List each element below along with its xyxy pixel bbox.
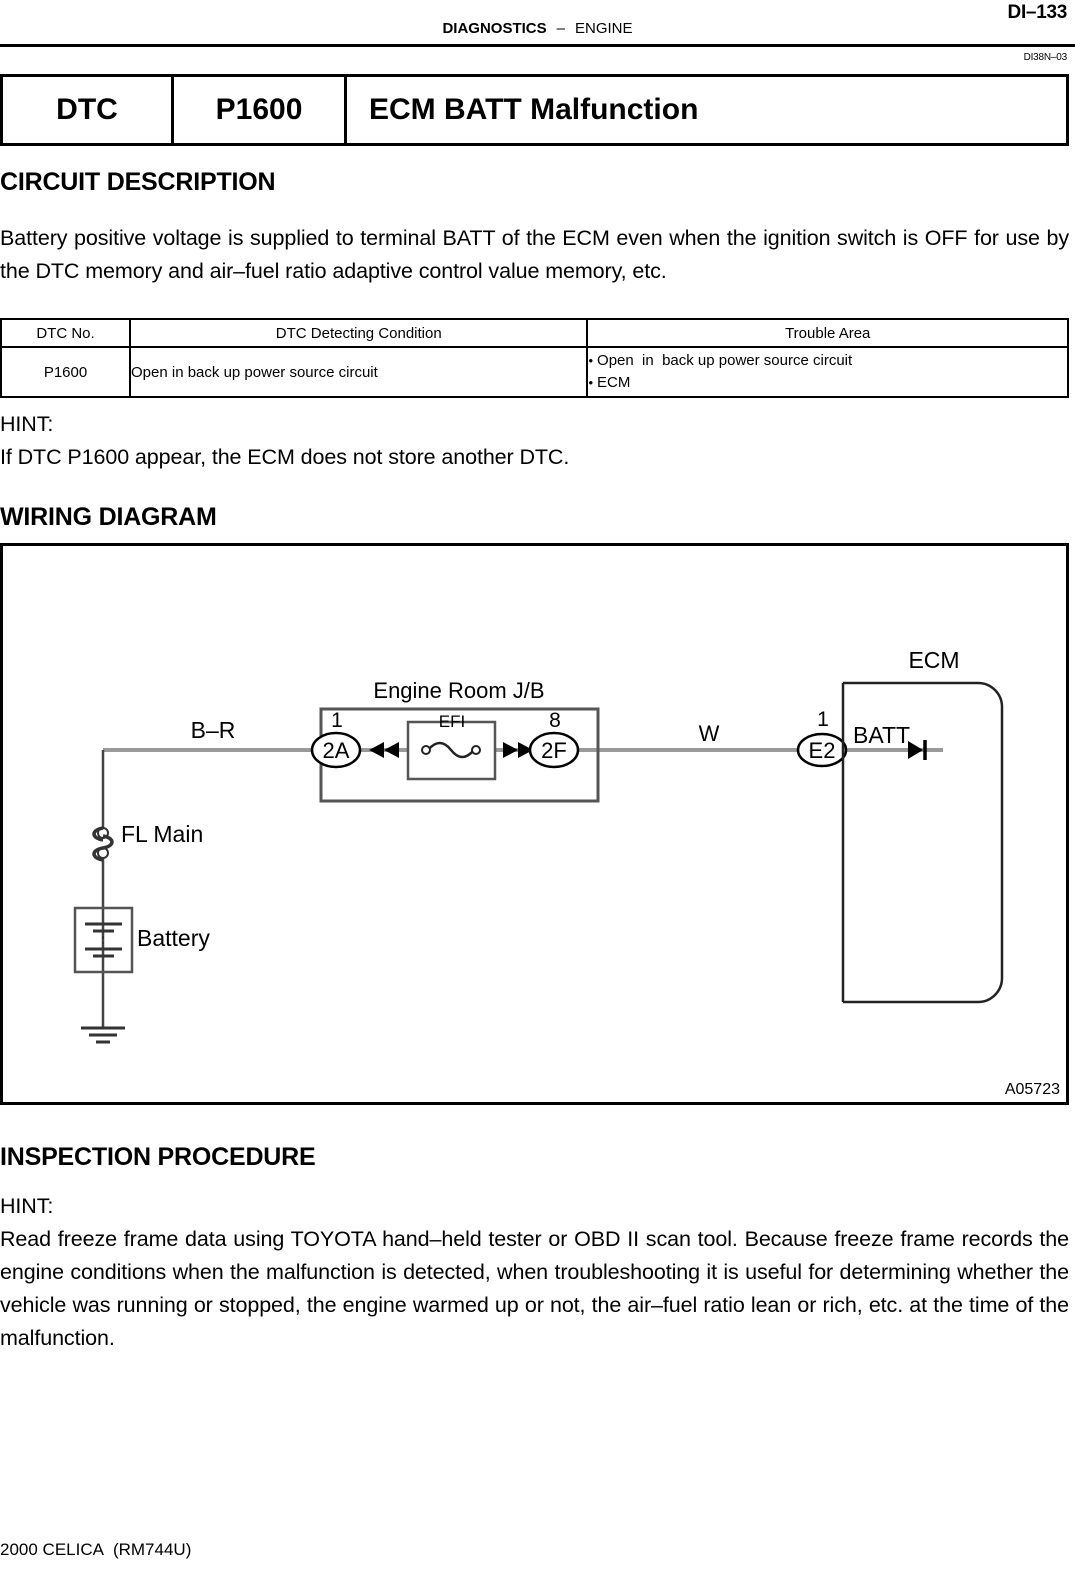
hint-block-inspection-procedure: HINT: Read freeze frame data using TOYOT… [0, 1190, 1069, 1355]
page-number: DI–133 [1007, 2, 1068, 23]
cell-trouble-area: Open in back up power source circuit ECM [586, 346, 1069, 398]
label-terminal-batt: BATT [853, 722, 910, 748]
connector-2f-shape [528, 731, 580, 769]
label-ecm: ECM [908, 647, 959, 673]
battery-box-shape [73, 906, 134, 974]
running-head-main: DIAGNOSTICS [442, 20, 547, 37]
label-connector-2f: 2F [541, 738, 567, 763]
dtc-detail-table: DTC No. DTC Detecting Condition Trouble … [0, 318, 1069, 398]
cell-detecting-condition: Open in back up power source circuit [129, 346, 589, 398]
section-heading-circuit-description: CIRCUIT DESCRIPTION [0, 168, 276, 196]
wiring-diagram-svg: ECM Engine Room J/B B–R W EFI 2A 1 2F 8 … [73, 647, 1004, 1044]
label-connector-e2-pin: 1 [817, 708, 829, 731]
circuit-description-paragraph: Battery positive voltage is supplied to … [0, 226, 1069, 283]
column-header-dtc-no: DTC No. [0, 318, 132, 348]
label-connector-2f-pin: 8 [549, 709, 561, 732]
label-engine-room-jb: Engine Room J/B [373, 678, 544, 703]
footer-year-model: 2000 CELICA [0, 1540, 104, 1559]
battery-cell-icon [85, 922, 122, 958]
fuse-element-icon [421, 741, 481, 759]
hint-label: HINT: [0, 1194, 54, 1218]
header-divider [0, 44, 1075, 47]
dtc-title-cell: ECM BATT Malfunction [369, 93, 699, 126]
ecm-box-shape [843, 681, 1004, 1004]
document-id: DI38N–03 [1023, 52, 1068, 63]
hint-text: If DTC P1600 appear, the ECM does not st… [0, 445, 570, 469]
running-head-dash: – [556, 20, 565, 37]
label-fuse-efi: EFI [439, 712, 465, 731]
column-header-detecting-condition: DTC Detecting Condition [129, 318, 589, 348]
connector-2a-shape [310, 731, 362, 769]
trouble-area-item: Open in back up power source circuit [588, 350, 1067, 372]
fl-main-fusible-link-icon [92, 826, 114, 862]
hint-label: HINT: [0, 412, 54, 436]
arrow-right-icon [518, 742, 533, 758]
connector-e2-shape [796, 732, 848, 768]
running-head: DIAGNOSTICS–ENGINE [0, 20, 1075, 37]
footer: 2000 CELICA (RM744U) [0, 1540, 191, 1560]
running-head-sub: ENGINE [575, 20, 633, 37]
section-heading-wiring-diagram: WIRING DIAGRAM [0, 503, 217, 531]
section-heading-inspection-procedure: INSPECTION PROCEDURE [0, 1143, 316, 1171]
trouble-area-item: ECM [588, 372, 1067, 394]
column-header-trouble-area: Trouble Area [586, 318, 1069, 348]
arrow-left-icon [384, 742, 399, 758]
diagram-id: A05723 [1004, 1081, 1060, 1098]
ground-icon [81, 1026, 125, 1044]
wiring-diagram-frame: ECM Engine Room J/B B–R W EFI 2A 1 2F 8 … [0, 543, 1069, 1105]
label-wire-br: B–R [191, 717, 236, 743]
dtc-code-cell: P1600 [174, 77, 347, 143]
wire-path-group [101, 748, 943, 1028]
cell-dtc-no: P1600 [0, 346, 132, 398]
label-connector-2a-pin: 1 [331, 709, 343, 732]
arrow-left-icon [369, 742, 384, 758]
dtc-label-cell: DTC [3, 77, 174, 143]
label-battery: Battery [137, 925, 210, 951]
label-wire-w: W [699, 721, 720, 746]
arrow-right-icon [503, 742, 518, 758]
table-row: P1600 Open in back up power source circu… [0, 346, 1069, 398]
footer-manual-code: (RM744U) [112, 1540, 192, 1559]
label-connector-2a: 2A [323, 738, 350, 763]
hint-text: Read freeze frame data using TOYOTA hand… [0, 1227, 1069, 1350]
hint-block-circuit-description: HINT: If DTC P1600 appear, the ECM does … [0, 408, 1069, 474]
table-header-row: DTC No. DTC Detecting Condition Trouble … [0, 318, 1069, 348]
label-fl-main: FL Main [121, 821, 203, 847]
trouble-area-list: Open in back up power source circuit ECM [588, 350, 1067, 394]
dtc-title-box: DTC P1600 ECM BATT Malfunction [0, 74, 1069, 146]
label-connector-e2: E2 [809, 738, 836, 763]
batt-diode-icon [908, 740, 927, 760]
